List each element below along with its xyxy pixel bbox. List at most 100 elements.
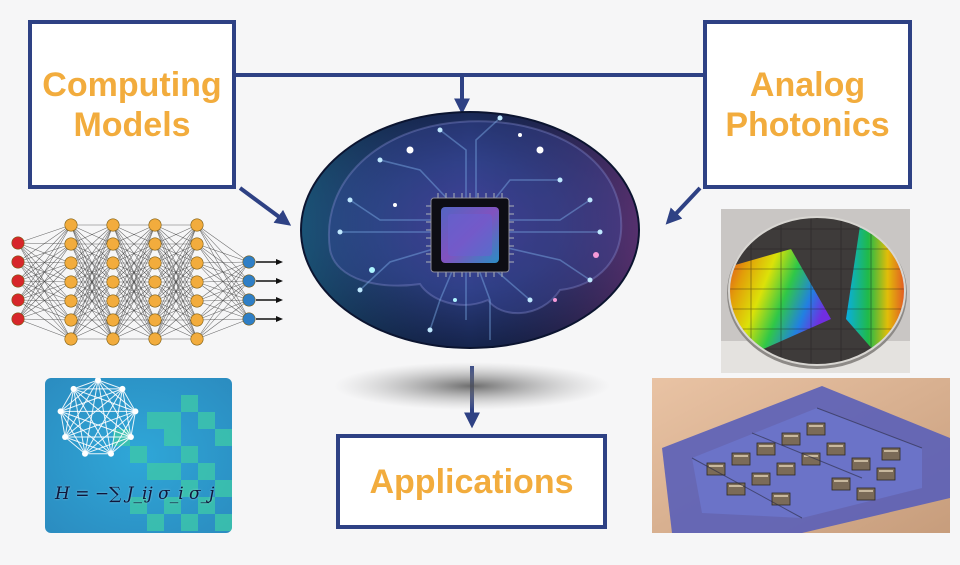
nn-edge	[70, 224, 114, 283]
nn-node	[148, 313, 162, 327]
nn-node	[64, 237, 78, 251]
nn-edge	[112, 281, 156, 340]
nn-edge	[17, 318, 72, 321]
computing-models-label-line-1: Computing	[42, 65, 222, 104]
photonic-wafer-icon	[721, 209, 910, 373]
nn-node	[190, 275, 204, 289]
nn-node	[190, 313, 204, 327]
nn-edge	[196, 261, 250, 283]
chip-block-highlight	[804, 455, 818, 457]
nn-edge	[17, 224, 72, 263]
ising-edge	[73, 388, 136, 412]
nn-edge	[196, 224, 250, 263]
ising-cell	[181, 480, 198, 497]
ising-hamiltonian: H = −∑ J_ij σ_i σ_j	[55, 484, 215, 504]
nn-edge	[70, 224, 114, 340]
ising-cell	[215, 480, 232, 497]
ising-edge	[84, 411, 136, 455]
nn-edge	[196, 243, 250, 263]
nn-node	[148, 275, 162, 289]
ising-edge	[97, 379, 136, 412]
nn-output-arrowhead	[276, 316, 283, 322]
chip-block-highlight	[779, 465, 793, 467]
nn-edge	[154, 224, 198, 321]
nn-edge	[70, 281, 114, 340]
nn-edge	[17, 243, 72, 320]
nn-edge	[70, 224, 114, 264]
nn-edge	[112, 243, 156, 340]
chip-block-highlight	[709, 465, 723, 467]
nn-edge	[112, 224, 156, 283]
computing-to-center-arrow	[238, 186, 292, 226]
nn-edge	[196, 261, 250, 302]
chip-block-highlight	[729, 485, 743, 487]
nn-edge	[112, 224, 156, 264]
ising-edge	[60, 379, 99, 412]
nn-edge	[154, 224, 198, 283]
ising-edge	[64, 436, 112, 455]
nn-edge	[196, 261, 250, 264]
ising-cell	[198, 412, 215, 429]
nn-node	[106, 275, 120, 289]
ising-cell	[164, 463, 181, 480]
chip-block-highlight	[759, 445, 773, 447]
nn-node	[148, 237, 162, 251]
ising-cell	[181, 446, 198, 463]
nn-output-arrowhead	[276, 259, 283, 265]
ising-edge	[73, 388, 86, 454]
chip-block-highlight	[784, 435, 798, 437]
nn-edge	[17, 224, 72, 320]
chip-block-highlight	[854, 460, 868, 462]
nn-node	[242, 312, 256, 326]
ising-edge	[60, 411, 86, 454]
chip-block-highlight	[734, 455, 748, 457]
nn-node	[190, 237, 204, 251]
ising-graph-icon	[45, 378, 232, 533]
ising-node	[127, 434, 134, 440]
computing-models-box: Computing Models	[28, 20, 236, 189]
chip-block	[831, 477, 851, 491]
ising-cell	[181, 395, 198, 412]
analog-photonics-label-line-1: Analog	[749, 65, 866, 104]
chip-block	[851, 457, 871, 471]
nn-edge	[112, 224, 156, 302]
photonics-to-center-arrow	[665, 186, 702, 225]
nn-node	[148, 294, 162, 308]
nn-node	[148, 218, 162, 232]
nn-edge	[196, 261, 250, 340]
nn-edge	[154, 224, 198, 340]
ising-node	[70, 385, 77, 392]
nn-edge	[17, 224, 72, 244]
nn-node	[148, 256, 162, 270]
nn-edge	[154, 319, 198, 340]
ising-edge	[110, 436, 132, 455]
ising-edge	[84, 388, 123, 454]
ising-cell	[198, 463, 215, 480]
nn-node	[106, 313, 120, 327]
ising-edge	[64, 410, 136, 438]
ising-cell	[147, 463, 164, 480]
computing-models-label-line-2: Models	[73, 105, 191, 144]
ising-edge	[110, 411, 136, 454]
applications-box: Applications	[336, 434, 607, 529]
nn-edge	[196, 299, 250, 340]
nn-edge	[70, 224, 114, 302]
ising-edge	[73, 379, 99, 390]
ising-edge	[97, 379, 112, 454]
nn-node	[106, 332, 120, 346]
nn-node	[64, 275, 78, 289]
nn-edge	[17, 300, 72, 320]
analog-photonics-box: Analog Photonics	[703, 20, 912, 189]
ising-edge	[97, 379, 132, 438]
ising-model-panel	[45, 378, 232, 533]
ising-node	[95, 378, 101, 383]
nn-edge	[112, 224, 156, 245]
ising-node	[82, 450, 89, 457]
ising-edge	[60, 411, 66, 438]
nn-node	[11, 274, 25, 288]
ising-edge	[60, 388, 123, 412]
photonic-chip-panel	[652, 378, 950, 533]
chip-block	[881, 447, 901, 461]
nn-node	[106, 218, 120, 232]
